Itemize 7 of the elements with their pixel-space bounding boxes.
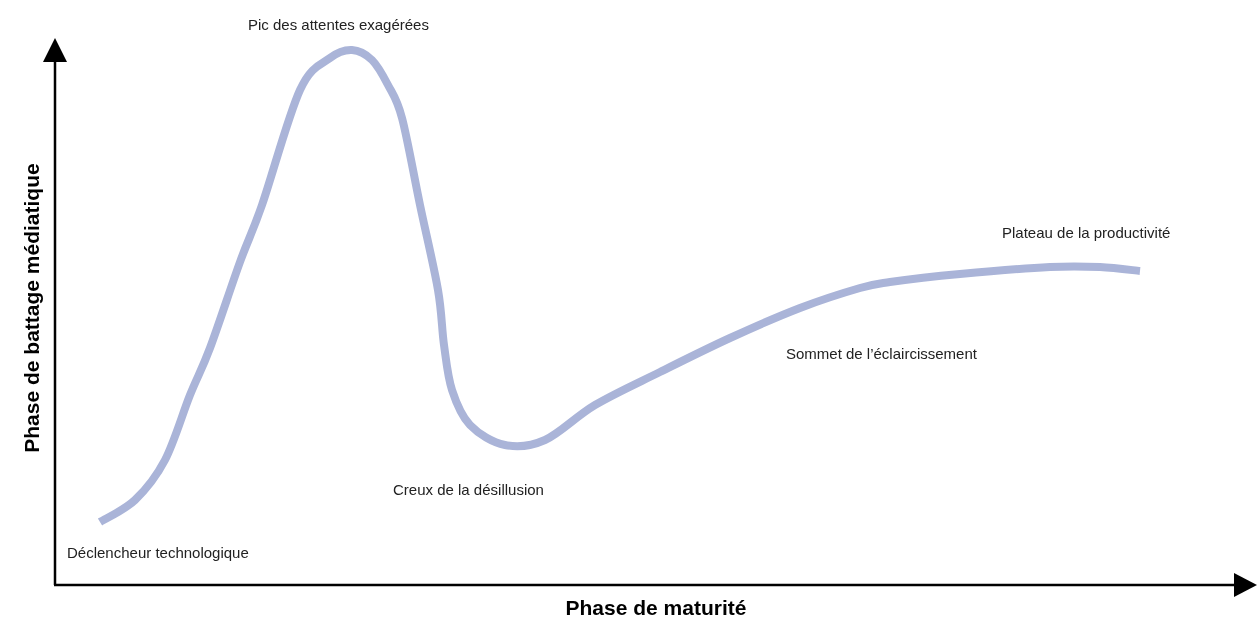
y-axis-title: Phase de battage médiatique — [19, 163, 44, 453]
x-axis-title: Phase de maturité — [565, 596, 747, 620]
peak-label: Pic des attentes exagérées — [248, 16, 429, 34]
trough-label: Creux de la désillusion — [393, 481, 544, 499]
stage-label: Sommet de l’éclaircissement — [786, 345, 977, 363]
stage-label: Déclencheur technologique — [67, 544, 249, 562]
stage-label: Plateau de la productivité — [1002, 224, 1171, 242]
